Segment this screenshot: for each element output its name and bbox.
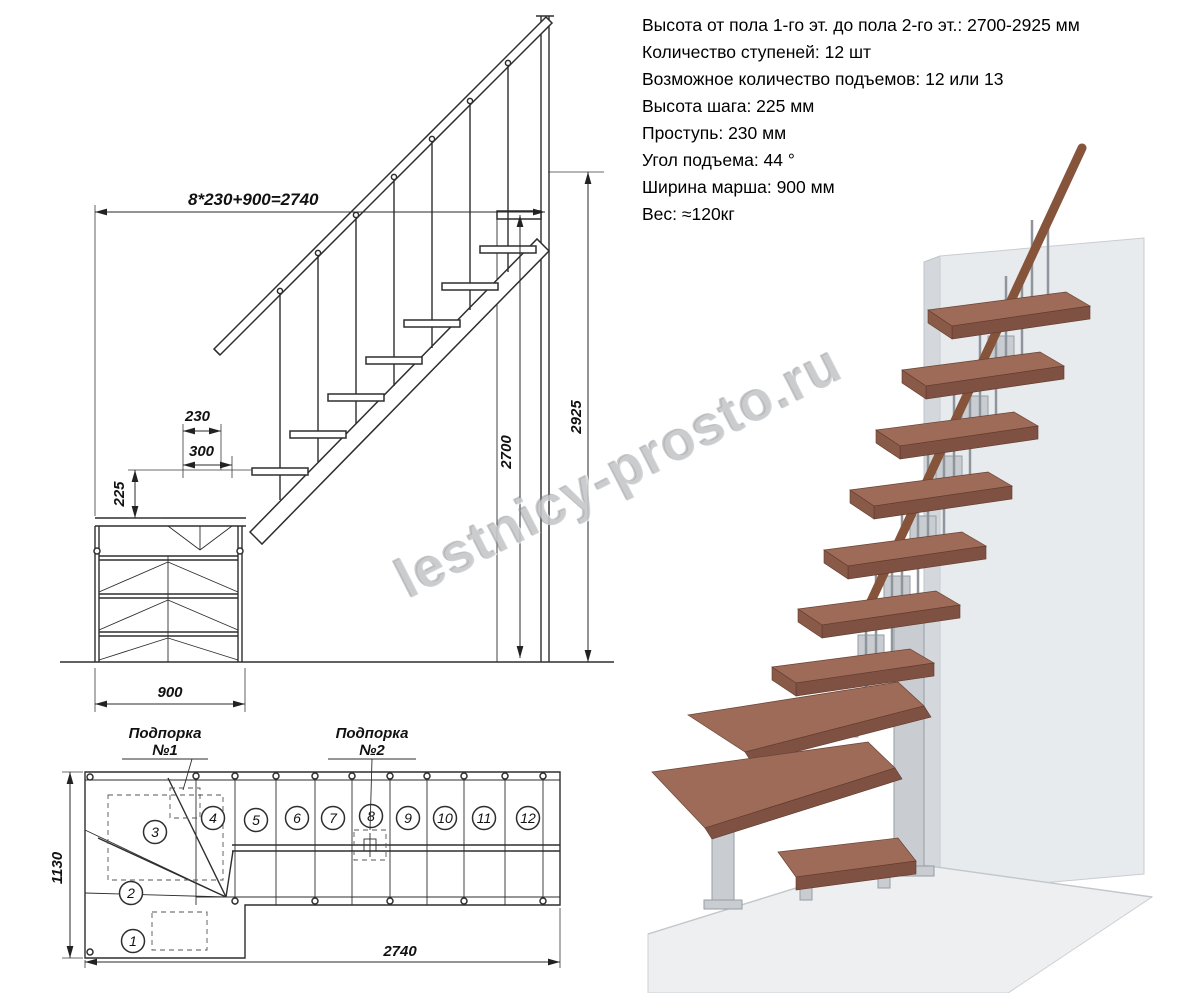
tread	[927, 291, 1092, 340]
tread	[823, 531, 988, 580]
winder-tread	[651, 741, 903, 840]
dim-height-total: 2925	[568, 400, 585, 435]
support-label-1: Подпорка №1	[122, 725, 208, 791]
dim-march-width: 900	[157, 684, 183, 701]
technical-drawings: 8*230+900=2740 2925 2700 230 300 225	[49, 15, 614, 968]
svg-text:№1: №1	[152, 742, 178, 759]
svg-text:10: 10	[437, 810, 453, 826]
step-badge: 4	[200, 805, 226, 831]
svg-text:3: 3	[151, 824, 159, 840]
render-treads	[771, 291, 1092, 697]
tread	[849, 471, 1014, 520]
svg-text:1: 1	[129, 933, 137, 949]
spec-line: Вес: ≈120кг	[642, 204, 735, 224]
top-post	[536, 15, 554, 662]
elevation-dimensions: 8*230+900=2740 2925 2700 230 300 225	[94, 171, 604, 712]
svg-text:12: 12	[520, 810, 536, 826]
step-badge: 11	[471, 805, 497, 831]
tread	[901, 351, 1066, 400]
plan-outline	[84, 771, 561, 959]
svg-text:11: 11	[477, 810, 492, 826]
svg-text:6: 6	[293, 810, 301, 826]
dim-plan-depth: 1130	[49, 851, 66, 884]
step-badge: 1	[120, 928, 146, 954]
platform-railing	[93, 526, 244, 662]
spec-line: Проступь: 230 мм	[642, 123, 787, 143]
wall	[923, 237, 1145, 899]
hidden-lines	[107, 787, 387, 951]
winder-platform	[95, 517, 246, 551]
elevation-view	[60, 15, 614, 663]
svg-text:9: 9	[404, 810, 412, 826]
render-3d	[647, 143, 1154, 993]
step-badge: 12	[515, 805, 541, 831]
dim-total-length: 8*230+900=2740	[188, 190, 319, 209]
svg-text:5: 5	[252, 812, 260, 828]
dim-plan-length: 2740	[382, 943, 417, 960]
balusters	[276, 59, 512, 468]
step-badge: 7	[320, 805, 346, 831]
step-badge: 9	[395, 805, 421, 831]
svg-text:2: 2	[126, 885, 135, 901]
spec-line: Высота шага: 225 мм	[642, 96, 815, 116]
svg-text:Подпорка: Подпорка	[129, 725, 202, 742]
svg-text:7: 7	[329, 810, 338, 826]
svg-text:8: 8	[367, 808, 375, 824]
tread	[797, 590, 962, 639]
spec-line: Высота от пола 1-го эт. до пола 2-го эт.…	[642, 15, 1080, 35]
spec-line: Угол подъема: 44 °	[642, 150, 795, 170]
dim-module: 300	[189, 443, 215, 460]
step-dividers	[195, 772, 544, 905]
dim-tread: 230	[184, 408, 211, 425]
dim-height-floor: 2700	[498, 435, 515, 470]
tread	[771, 648, 936, 697]
step-badge: 10	[432, 805, 458, 831]
step-badge: 2	[118, 880, 144, 906]
step-badge: 3	[142, 819, 168, 845]
handrail	[212, 15, 554, 357]
svg-text:4: 4	[209, 810, 217, 826]
step-badge: 5	[243, 807, 269, 833]
stringer-beam	[248, 237, 551, 546]
specifications: Высота от пола 1-го эт. до пола 2-го эт.…	[642, 12, 1187, 228]
winder-treads	[651, 681, 932, 840]
spec-line: Количество ступеней: 12 шт	[642, 42, 872, 62]
svg-text:Подпорка: Подпорка	[336, 725, 409, 742]
winder-tread	[687, 681, 932, 764]
spec-line: Ширина марша: 900 мм	[642, 177, 835, 197]
step-numbers: 1 2 3 4 5 6 7 8 9 10	[118, 803, 541, 954]
svg-text:№2: №2	[359, 742, 385, 759]
support-label-2: Подпорка №2	[328, 725, 416, 831]
spec-line: Возможное количество подъемов: 12 или 13	[642, 69, 1004, 89]
dim-rise: 225	[111, 481, 128, 508]
tread	[875, 411, 1040, 460]
step-badge: 6	[284, 805, 310, 831]
bottom-step	[777, 837, 917, 901]
plan-view: 1 2 3 4 5 6 7 8 9 10	[49, 725, 561, 968]
plan-dimensions: 1130 2740	[49, 771, 561, 968]
plan-baluster-circles	[86, 772, 547, 956]
